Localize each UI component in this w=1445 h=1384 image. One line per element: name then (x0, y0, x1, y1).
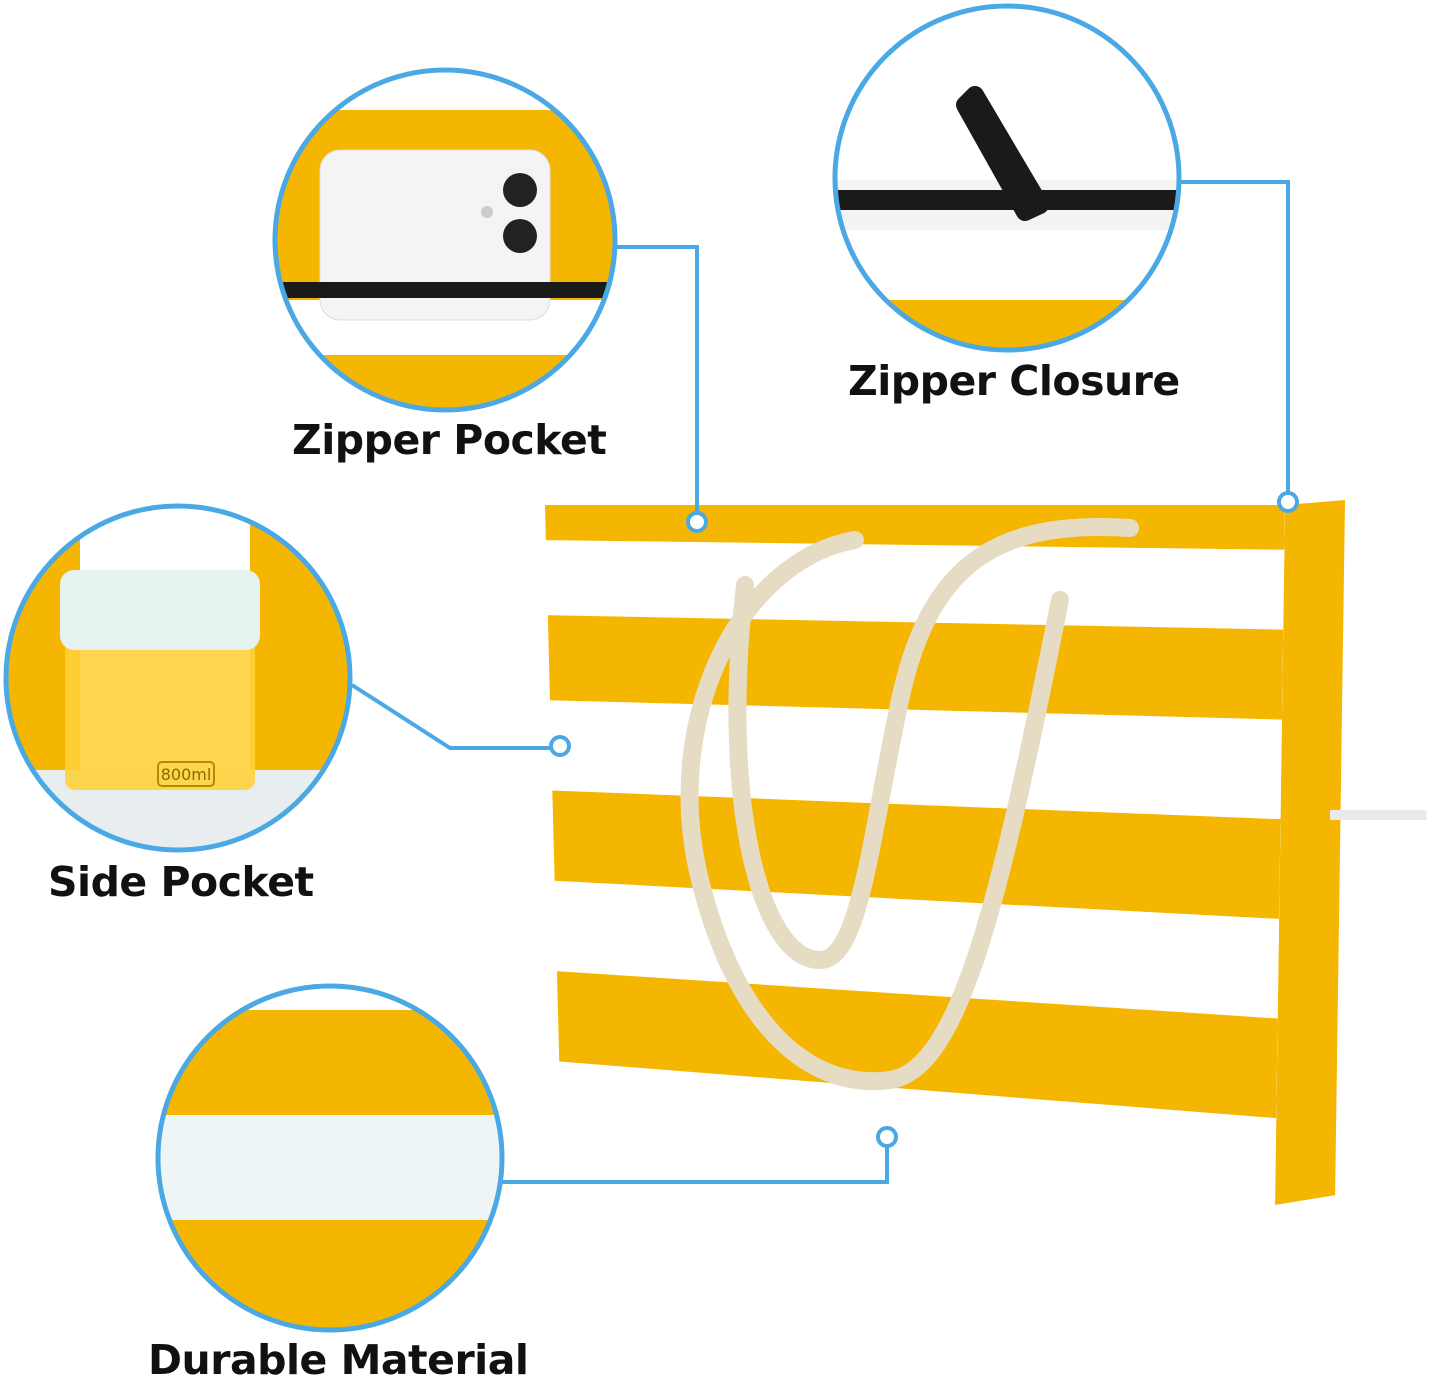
label-side-pocket: Side Pocket (48, 858, 314, 906)
callout-dot-zipper-closure (1277, 491, 1299, 513)
label-zipper-pocket: Zipper Pocket (292, 416, 607, 464)
water-bottle (65, 640, 255, 790)
label-zipper-closure: Zipper Closure (848, 357, 1180, 405)
bottle-marking: 800ml (161, 765, 212, 784)
callout-dot-side-pocket (549, 735, 571, 757)
callout-dot-zipper-pocket (686, 511, 708, 533)
callout-connectors (350, 180, 1290, 1184)
side-pocket-detail: 800ml (8, 508, 348, 848)
zipper-closure-detail (837, 8, 1177, 348)
zipper-pull (956, 86, 1049, 221)
phone (319, 149, 551, 321)
callout-dot-durable-material (876, 1126, 898, 1148)
rope-handles (680, 518, 1139, 1091)
zipper (277, 282, 613, 298)
label-durable-material: Durable Material (148, 1336, 529, 1384)
tote-bag (545, 490, 1428, 1205)
durable-material-detail (160, 988, 500, 1328)
